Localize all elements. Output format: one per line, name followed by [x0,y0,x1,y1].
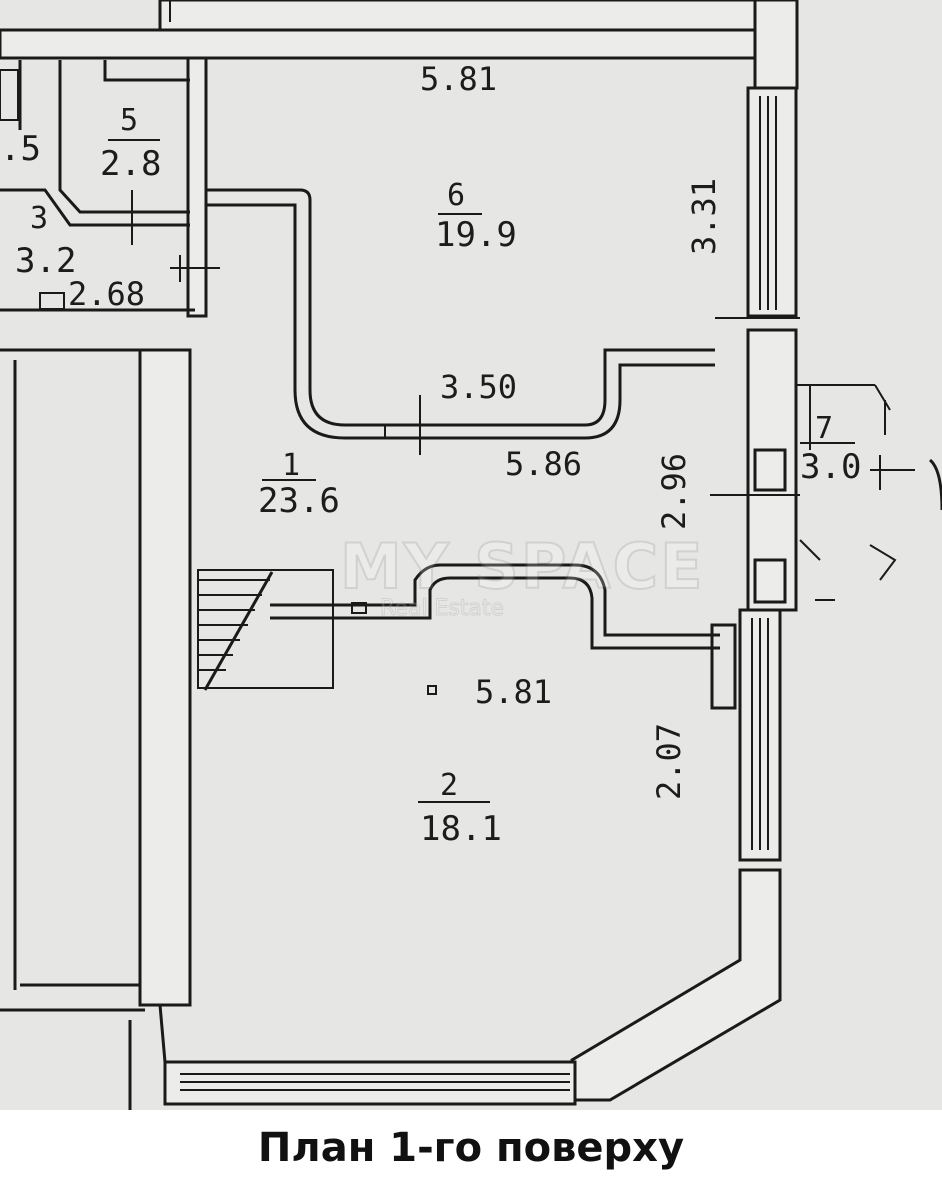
door-mark [351,602,367,614]
dim-room1-width: 5.86 [505,445,582,483]
room-2-area: 18.1 [420,809,502,849]
dim-line [799,539,821,561]
marker-square [427,685,437,695]
wall-line [158,1004,167,1063]
fixture [39,292,65,310]
wall-bay-angled [570,868,782,1102]
staircase [197,569,334,689]
wall-line [928,458,942,511]
dim-room1-depth: 2.96 [655,453,693,530]
wall-line [0,188,190,227]
room-5-number: 5 [120,103,138,138]
partition-room2-inner [270,576,720,650]
fixture [0,69,19,121]
dim-room6-width: 5.81 [420,60,497,98]
partition-room2 [270,563,720,637]
dim-corridor-width: 2.68 [68,275,145,313]
fixture [710,623,737,710]
plan-caption: План 1-го поверху [257,1125,685,1171]
stair-line [203,571,274,691]
wall-left-upper [186,56,208,318]
partition-room6 [205,188,715,427]
wall-top-inner [0,28,762,60]
room-6-area: 19.9 [435,215,517,255]
wall-line [103,60,190,82]
floor-plan: 5.81 6 19.9 3.31 3.50 5 2.8 .5 3 3.2 2.6… [0,0,942,1110]
room-6-number: 6 [447,178,465,213]
room-7-number: 7 [815,411,833,446]
wall-right-block [753,558,787,604]
dim-line [869,544,897,581]
window-right-upper-frame [746,86,798,318]
room-1-area: 23.6 [258,481,340,521]
room-2-number: 2 [440,768,458,803]
floor-plan-drawing: 5.81 6 19.9 3.31 3.50 5 2.8 .5 3 3.2 2.6… [0,0,942,1110]
wall-line [58,60,190,214]
room-1-number: 1 [282,448,300,483]
wall-top [158,0,762,32]
room-4-area: .5 [0,129,41,169]
dim-room2-depth: 2.07 [650,723,688,800]
dim-room6-depth: 3.31 [685,178,723,255]
room-5-area: 2.8 [100,144,161,184]
wall-right-block [753,448,787,492]
room-7-area: 3.0 [800,447,861,487]
dim-room6-inner: 3.50 [440,368,517,406]
partition-room6-inner [205,203,715,440]
wall-left-column [138,348,192,1007]
dim-line [874,384,891,411]
wall-right-top [753,0,799,90]
room-3-number: 3 [30,201,48,236]
room-3-area: 3.2 [15,241,76,281]
dim-room2-width: 5.81 [475,673,552,711]
